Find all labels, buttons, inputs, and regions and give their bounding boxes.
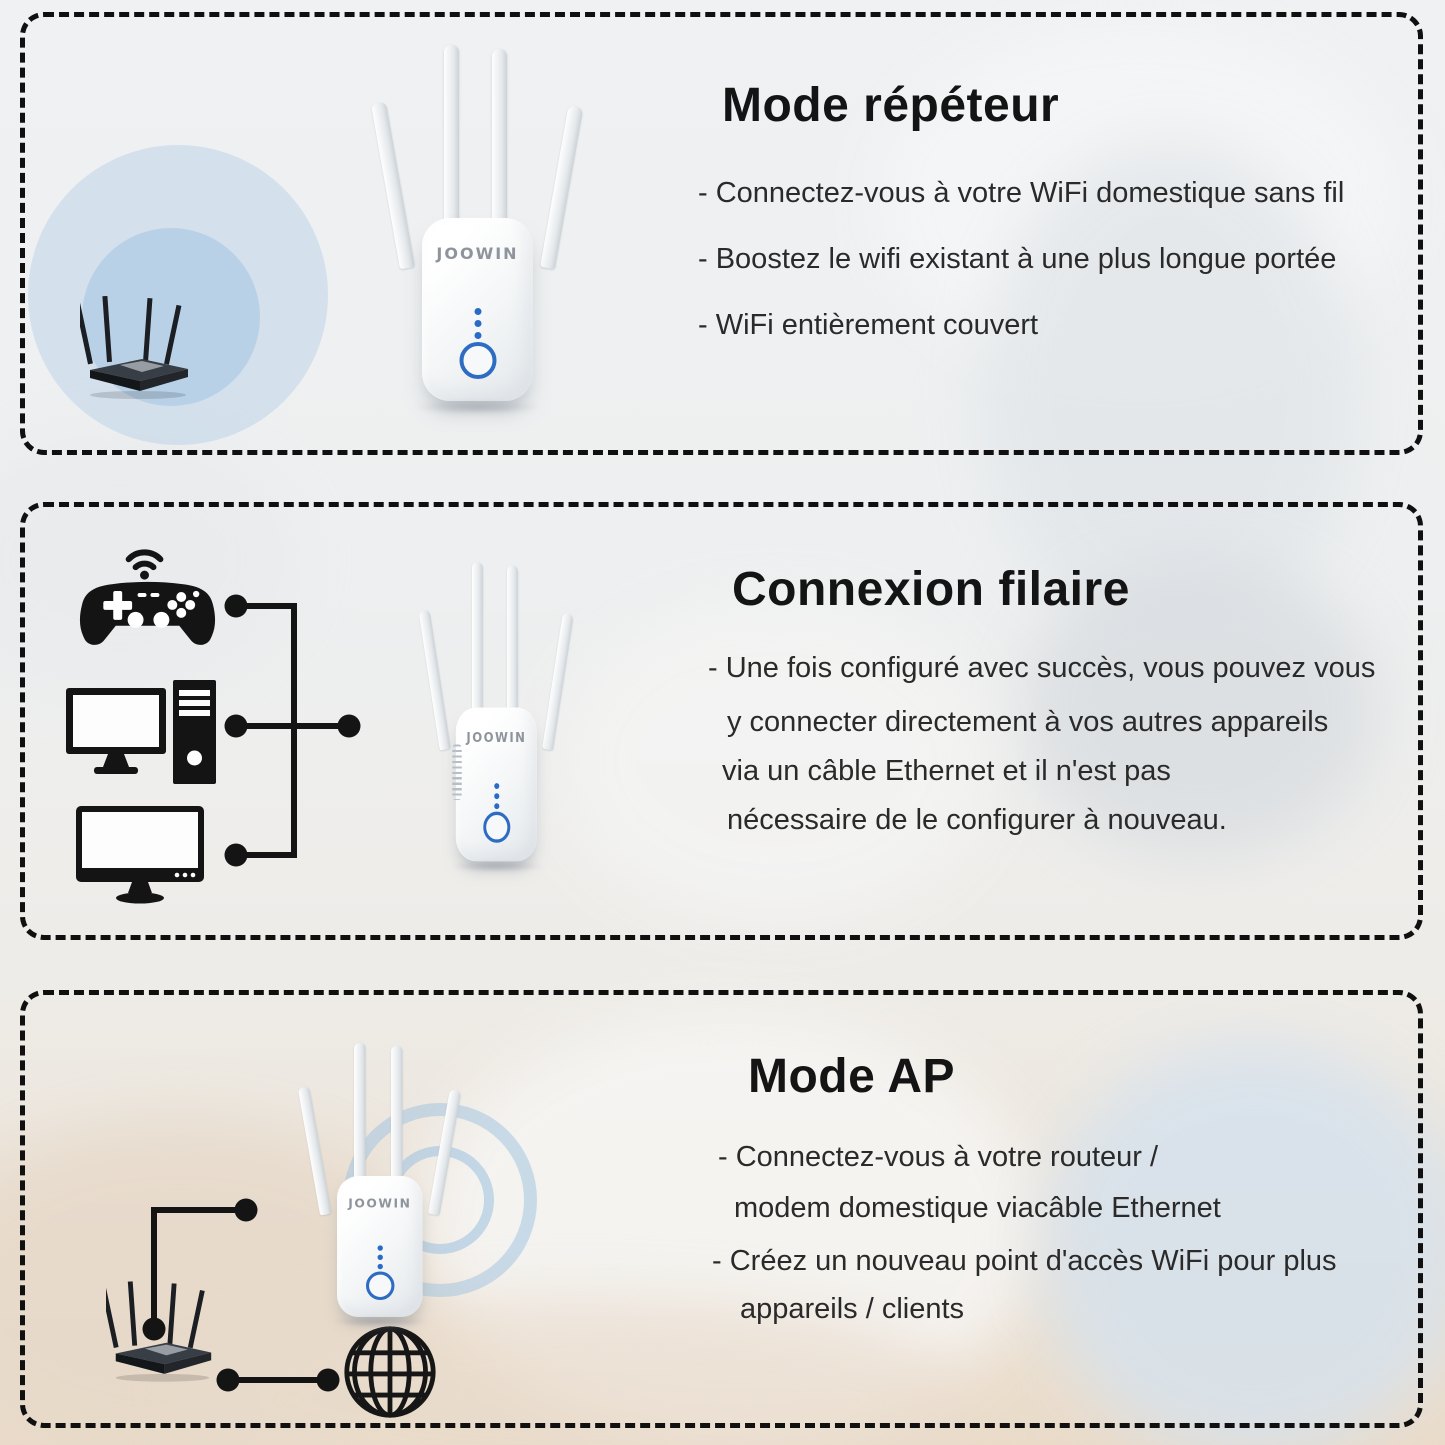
led-dot xyxy=(493,783,499,789)
wifi-coverage-circle-outer xyxy=(28,145,328,445)
connector-dot xyxy=(337,714,361,738)
antenna xyxy=(391,1045,403,1179)
section-ap-panel xyxy=(20,990,1423,1428)
led-dot xyxy=(493,793,499,800)
led-dot xyxy=(377,1263,383,1270)
bullet-line: - Une fois configuré avec succès, vous p… xyxy=(708,652,1376,684)
bg-blob xyxy=(560,600,990,920)
wps-button xyxy=(365,1271,395,1301)
wifi-extender-device: JOOWIN xyxy=(297,1039,462,1324)
section-title-ap: Mode AP xyxy=(748,1050,956,1103)
wps-button xyxy=(459,342,496,379)
game-controller-icon xyxy=(79,549,216,645)
section-title-repeater: Mode répéteur xyxy=(722,79,1060,132)
bullet-line: - Créez un nouveau point d'accès WiFi po… xyxy=(712,1245,1337,1277)
wps-button xyxy=(482,811,510,843)
antenna xyxy=(471,562,483,711)
internet-globe-icon xyxy=(344,1326,436,1418)
bg-blob xyxy=(1040,1040,1445,1445)
led-dot xyxy=(474,320,481,327)
bullet-line: y connecter directement à vos autres app… xyxy=(727,706,1329,738)
brand-logo: JOOWIN xyxy=(348,1196,412,1211)
connector-line xyxy=(236,603,296,609)
bg-blob xyxy=(1020,560,1380,860)
bullet-line: nécessaire de le configurer à nouveau. xyxy=(727,804,1227,836)
brand-logo: JOOWIN xyxy=(436,244,519,263)
led-dot xyxy=(377,1245,383,1251)
bullet-line: - Boostez le wifi existant à une plus lo… xyxy=(698,243,1337,275)
connector-line xyxy=(236,852,296,858)
tv-monitor-icon xyxy=(76,806,204,904)
bg-blob xyxy=(980,140,1360,640)
wifi-extender-device: JOOWIN xyxy=(370,40,584,410)
antenna xyxy=(492,49,507,221)
device-body: JOOWIN xyxy=(422,218,533,401)
led-dot xyxy=(493,803,499,810)
bullet-line: via un câble Ethernet et il n'est pas xyxy=(722,755,1171,787)
bullet-line: modem domestique viacâble Ethernet xyxy=(734,1192,1221,1224)
led-indicators xyxy=(474,308,481,339)
connector-line xyxy=(291,603,297,858)
connector-line xyxy=(154,1207,246,1213)
connector-dot xyxy=(234,1198,258,1222)
connector-dot xyxy=(142,1317,166,1341)
led-dot xyxy=(377,1254,383,1260)
antenna xyxy=(444,45,459,221)
bullet-line: - WiFi entièrement couvert xyxy=(698,309,1039,341)
device-body: JOOWIN xyxy=(452,707,537,862)
router-icon xyxy=(106,1281,212,1382)
brand-logo: JOOWIN xyxy=(466,729,527,746)
bullet-line: - Connectez-vous à votre WiFi domestique… xyxy=(698,177,1345,209)
led-dot xyxy=(474,308,481,315)
device-body: JOOWIN xyxy=(337,1176,423,1317)
bullet-line: - Connectez-vous à votre routeur / xyxy=(718,1141,1159,1173)
bg-blob xyxy=(0,430,300,690)
bullet-line: appareils / clients xyxy=(740,1293,965,1325)
antenna xyxy=(507,565,518,711)
connector-dot xyxy=(316,1368,340,1392)
desktop-computer-icon xyxy=(66,680,216,784)
led-indicators xyxy=(377,1245,383,1270)
led-dot xyxy=(474,332,481,339)
led-indicators xyxy=(493,783,499,810)
connector-line xyxy=(151,1207,157,1329)
antenna xyxy=(354,1042,366,1179)
connector-line xyxy=(228,1377,328,1383)
router-icon xyxy=(80,296,188,399)
section-repeater-panel xyxy=(20,12,1423,455)
wifi-extender-device: JOOWIN xyxy=(418,558,574,869)
section-wired-panel xyxy=(20,502,1423,940)
section-title-wired: Connexion filaire xyxy=(732,563,1130,616)
